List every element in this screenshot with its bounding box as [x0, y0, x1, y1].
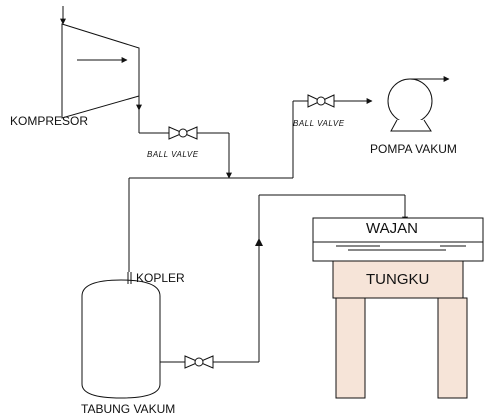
- ball-valve-2-label: BALL VALVE: [293, 119, 345, 128]
- riser-flow-arrow: [255, 238, 263, 246]
- wajan-label: WAJAN: [366, 220, 418, 237]
- stove-top: [332, 260, 464, 299]
- pump-casing: [387, 78, 433, 124]
- compressor-body: [61, 23, 140, 119]
- compressor: [60, 6, 140, 119]
- vacuum-pump: [387, 76, 450, 132]
- kopler-label: KOPLER: [136, 271, 185, 285]
- stove-leg-right: [437, 297, 468, 399]
- ball-valve-3: [184, 355, 214, 369]
- ball-valve-1-label: BALL VALVE: [147, 150, 199, 159]
- pompa-vakum-label: POMPA VAKUM: [370, 142, 457, 156]
- kompresor-label: KOMPRESOR: [10, 114, 88, 128]
- wok: [312, 217, 484, 262]
- stove: [332, 260, 468, 399]
- tungku-label: TUNGKU: [366, 271, 429, 288]
- vacuum-tank-body: [81, 279, 161, 399]
- pump-base: [390, 119, 432, 132]
- ball-valve-2: [307, 94, 335, 108]
- tabung-vakum-label: TABUNG VAKUM: [81, 402, 175, 416]
- wok-body: [312, 217, 484, 262]
- stove-leg-left: [335, 297, 366, 399]
- vacuum-tank: [81, 272, 161, 399]
- ball-valve-1: [168, 126, 198, 140]
